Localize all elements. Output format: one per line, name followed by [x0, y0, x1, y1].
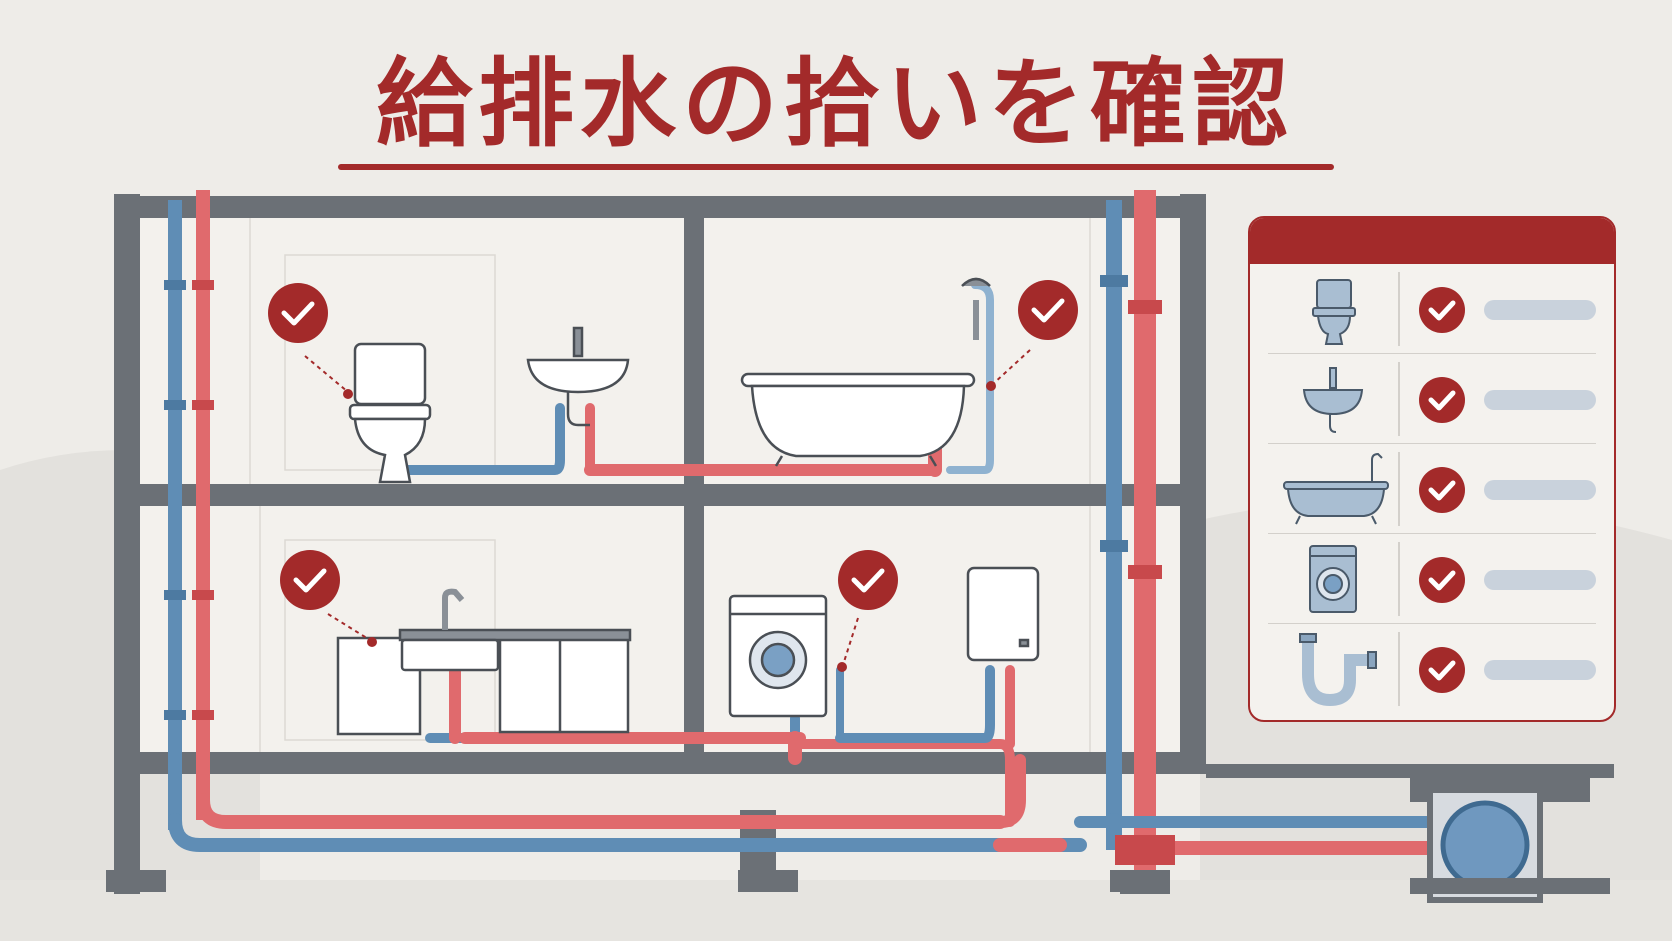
right-risers [1100, 190, 1162, 880]
checklist-separator [1398, 632, 1400, 706]
check-icon [1419, 287, 1465, 333]
check-icon [1419, 557, 1465, 603]
checklist-placeholder-bar [1484, 390, 1596, 410]
pipe-tee [1115, 835, 1175, 865]
lower-floor-pipes [425, 665, 1015, 827]
checklist-row-washing-machine [1268, 534, 1596, 624]
check-icon [1419, 377, 1465, 423]
checklist-separator [1398, 452, 1400, 526]
checklist-separator [1398, 542, 1400, 616]
drainage-pit [1410, 787, 1610, 903]
page-title: 給排水の拾いを確認 [376, 47, 1294, 160]
checklist-separator [1398, 362, 1400, 436]
washbasin-icon [526, 326, 630, 427]
toilet-icon [1312, 279, 1356, 345]
toilet-icon [348, 342, 432, 484]
title-underline [338, 164, 1334, 170]
check-marker-bathtub [986, 280, 1078, 391]
bathtub-icon [740, 277, 991, 467]
room-walls [140, 218, 1180, 752]
checklist-separator [1398, 272, 1400, 346]
check-markers [268, 280, 1078, 672]
building-structure [106, 194, 1614, 894]
footing [1120, 870, 1170, 894]
checklist-row-washbasin [1268, 354, 1596, 444]
bathtub-icon [1283, 452, 1389, 525]
check-icon [1419, 467, 1465, 513]
checklist-row-bathtub [1268, 444, 1596, 534]
checklist-placeholder-bar [1484, 300, 1596, 320]
checklist-panel [1248, 216, 1616, 722]
kitchen-sink-icon [336, 588, 632, 736]
check-icon [1419, 647, 1465, 693]
checklist-row-toilet [1268, 264, 1596, 354]
bottom-mains [168, 754, 1487, 855]
checklist-placeholder-bar [1484, 660, 1596, 680]
checklist-header [1250, 218, 1614, 264]
checklist-placeholder-bar [1484, 480, 1596, 500]
p-trap-icon [1299, 633, 1377, 707]
left-risers [164, 190, 214, 830]
water-heater-icon [966, 566, 1040, 662]
checklist-row-p-trap [1268, 624, 1596, 714]
check-marker-toilet [268, 283, 353, 399]
checklist-placeholder-bar [1484, 570, 1596, 590]
upper-floor-pipes [395, 281, 994, 477]
check-marker-washing-machine [837, 550, 898, 672]
washing-machine-icon [728, 594, 828, 718]
washing-machine-icon [1309, 545, 1357, 613]
check-marker-kitchen [280, 550, 377, 647]
washbasin-icon [1302, 367, 1364, 433]
